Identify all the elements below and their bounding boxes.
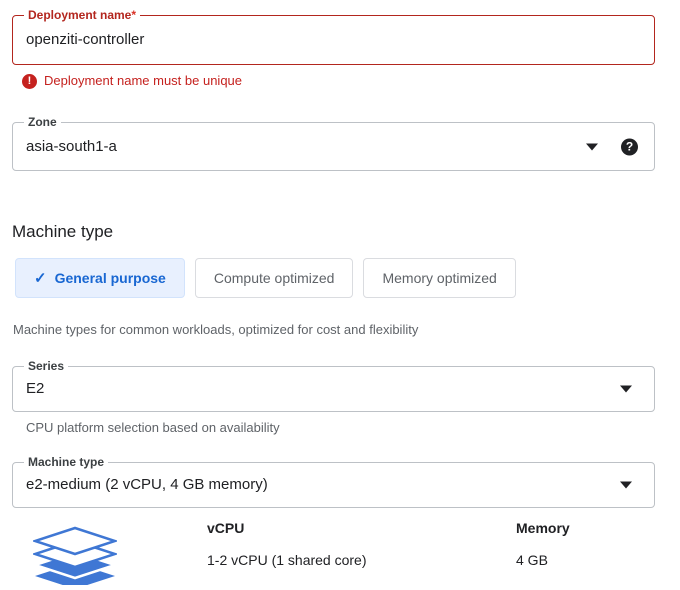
vcpu-value: 1-2 vCPU (1 shared core): [207, 552, 367, 568]
memory-header: Memory: [516, 520, 570, 536]
series-label: Series: [24, 359, 69, 374]
memory-spec-column: Memory 4 GB: [516, 519, 570, 569]
deployment-name-label: Deployment name*: [24, 8, 141, 23]
deployment-name-field[interactable]: Deployment name* openziti-controller: [12, 8, 655, 65]
machine-type-label: Machine type: [24, 455, 109, 470]
machine-type-selected-value: e2-medium (2 vCPU, 4 GB memory): [26, 476, 268, 493]
machine-family-chip-group: ✓ General purpose Compute optimized Memo…: [15, 258, 516, 298]
series-selected-value: E2: [26, 380, 45, 397]
zone-select[interactable]: Zone asia-south1-a ?: [12, 115, 655, 171]
chevron-down-icon[interactable]: [586, 143, 598, 150]
memory-value: 4 GB: [516, 552, 548, 568]
zone-label: Zone: [24, 115, 61, 130]
series-select[interactable]: Series E2: [12, 359, 655, 412]
check-icon: ✓: [34, 269, 47, 287]
series-helper-text: CPU platform selection based on availabi…: [26, 420, 280, 435]
chip-general-purpose-label: General purpose: [54, 270, 166, 286]
chip-memory-optimized-label: Memory optimized: [382, 270, 497, 286]
chevron-down-icon[interactable]: [620, 385, 632, 393]
zone-selected-value: asia-south1-a: [26, 137, 117, 155]
deployment-name-input-value[interactable]: openziti-controller: [26, 31, 145, 48]
chip-general-purpose[interactable]: ✓ General purpose: [15, 258, 185, 298]
chip-compute-optimized[interactable]: Compute optimized: [194, 258, 354, 298]
stacked-layers-icon: [30, 513, 120, 590]
chevron-down-icon[interactable]: [620, 481, 632, 489]
vcpu-header: vCPU: [207, 520, 245, 536]
machine-type-section-title: Machine type: [12, 222, 114, 241]
error-message-text: Deployment name must be unique: [44, 73, 243, 88]
required-asterisk: *: [131, 8, 137, 22]
chip-compute-optimized-label: Compute optimized: [213, 270, 335, 286]
vcpu-spec-column: vCPU 1-2 vCPU (1 shared core): [207, 519, 367, 569]
machine-family-helper-text: Machine types for common workloads, opti…: [13, 322, 419, 337]
deployment-name-error: ! Deployment name must be unique: [22, 73, 242, 89]
machine-type-select[interactable]: Machine type e2-medium (2 vCPU, 4 GB mem…: [12, 455, 655, 508]
help-question-icon[interactable]: ?: [621, 138, 638, 155]
chip-memory-optimized[interactable]: Memory optimized: [363, 258, 516, 298]
error-exclamation-icon: !: [22, 73, 37, 89]
